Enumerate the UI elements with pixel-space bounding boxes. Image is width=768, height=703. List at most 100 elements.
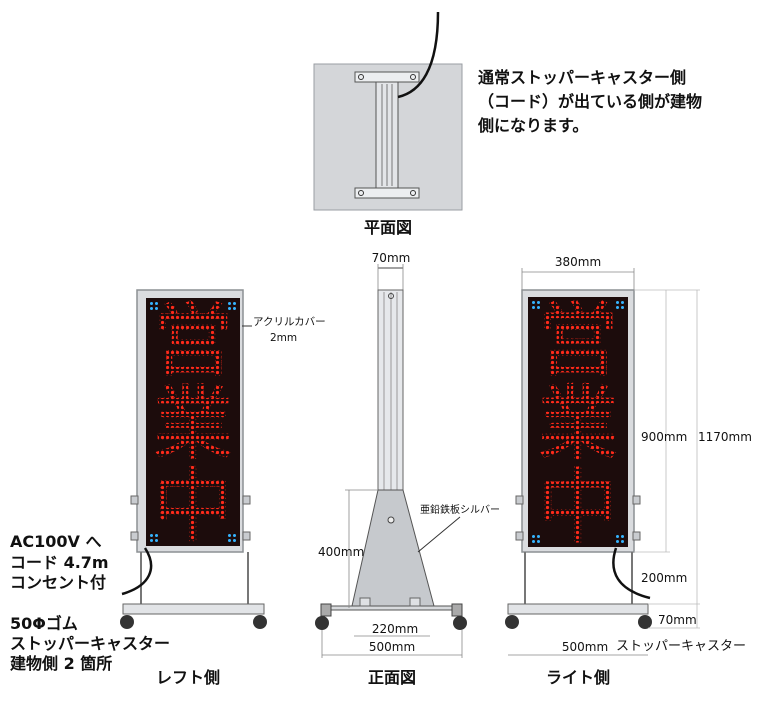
plate-height-dim: 400mm xyxy=(318,545,364,559)
corner-led xyxy=(233,534,236,537)
led-character: 業 xyxy=(152,378,233,472)
post-bolt xyxy=(388,293,394,299)
front-foot xyxy=(409,597,421,607)
corner-led xyxy=(233,307,236,310)
front-caster-wheel xyxy=(453,616,467,630)
corner-led xyxy=(233,539,236,542)
plan-view: 通常ストッパーキャスター側 （コード）が出ている側が建物 側になります。 平面図 xyxy=(313,11,702,237)
corner-led xyxy=(155,307,158,310)
left-bracket xyxy=(130,531,139,541)
plan-bolt-hole xyxy=(358,74,364,80)
corner-led xyxy=(537,306,540,309)
front-base xyxy=(324,605,458,611)
corner-led xyxy=(228,534,231,537)
corner-led xyxy=(532,301,535,304)
corner-led xyxy=(228,307,231,310)
front-caster-wheel xyxy=(315,616,329,630)
corner-led xyxy=(150,302,153,305)
cord-note-line-1: AC100V へ xyxy=(10,532,101,551)
plan-view-caption: 平面図 xyxy=(364,218,412,237)
right-caster-wheel xyxy=(505,615,519,629)
corner-led xyxy=(150,534,153,537)
caster-note-line-3: 建物側 2 箇所 xyxy=(10,654,112,673)
left-bracket xyxy=(242,495,251,505)
left-power-cord xyxy=(121,547,153,596)
left-corner-leds xyxy=(150,302,236,542)
led-character: 中 xyxy=(537,460,619,555)
led-character: 営 xyxy=(537,294,619,389)
floor-clearance-dim: 200mm xyxy=(641,571,687,585)
plan-note-line-1: 通常ストッパーキャスター側 xyxy=(478,68,686,87)
corner-led xyxy=(150,307,153,310)
corner-led xyxy=(621,306,624,309)
front-foot xyxy=(359,597,371,607)
corner-led xyxy=(621,301,624,304)
corner-led xyxy=(532,540,535,543)
plate-bolt xyxy=(387,516,395,524)
base-width-dim: 500mm xyxy=(369,640,415,654)
left-caster-wheel xyxy=(253,615,267,629)
left-led-characters: 営業中 xyxy=(152,295,233,555)
panel-height-dim: 900mm xyxy=(641,430,687,444)
acrylic-thickness-label: 2mm xyxy=(270,332,297,344)
corner-led xyxy=(233,302,236,305)
left-base xyxy=(122,603,265,615)
corner-led xyxy=(616,301,619,304)
right-power-cord xyxy=(612,547,651,600)
right-base xyxy=(507,603,649,615)
plan-bolt-hole xyxy=(410,190,416,196)
plate-base-width-dim: 220mm xyxy=(372,622,418,636)
cord-note-line-3: コンセント付 xyxy=(10,573,106,592)
sign-width-dim: 380mm xyxy=(555,255,601,269)
right-corner-leds xyxy=(532,301,624,543)
led-character: 営 xyxy=(152,295,233,389)
right-bracket xyxy=(632,531,641,541)
caster-note-line-1: 50Φゴム xyxy=(10,614,78,633)
front-caster-bracket xyxy=(320,603,332,617)
plan-top-foot xyxy=(354,71,420,83)
post-width-dim: 70mm xyxy=(372,251,411,265)
left-led-panel xyxy=(146,298,240,546)
corner-led xyxy=(616,306,619,309)
left-view: 営業中 アクリルカバー 2mm AC100V へ コード 4.7m コンセント付… xyxy=(10,289,326,687)
led-character: 業 xyxy=(537,377,619,472)
left-caster-wheel xyxy=(120,615,134,629)
front-view: 70mm 400mm 亜鉛鉄板シルバー 220mm 500mm 正面図 xyxy=(315,251,500,687)
corner-led xyxy=(155,302,158,305)
plate-material-label: 亜鉛鉄板シルバー xyxy=(420,503,500,516)
corner-led xyxy=(150,539,153,542)
right-base-width-dim: 500mm xyxy=(562,640,608,654)
corner-led xyxy=(537,301,540,304)
front-caster-bracket xyxy=(451,603,463,617)
corner-led xyxy=(537,535,540,538)
corner-led xyxy=(616,540,619,543)
right-view-caption: ライト側 xyxy=(546,668,610,687)
plan-note-line-2: （コード）が出ている側が建物 xyxy=(478,92,702,111)
corner-led xyxy=(537,540,540,543)
right-bracket xyxy=(515,531,524,541)
plan-bolt-hole xyxy=(410,74,416,80)
caster-note-line-2: ストッパーキャスター xyxy=(10,634,170,653)
plan-bolt-hole xyxy=(358,190,364,196)
plan-note-line-3: 側になります。 xyxy=(477,116,588,135)
front-view-caption: 正面図 xyxy=(368,668,416,687)
corner-led xyxy=(228,302,231,305)
corner-led xyxy=(155,539,158,542)
plate-leader-line xyxy=(417,516,461,553)
left-view-caption: レフト側 xyxy=(156,668,220,687)
right-bracket xyxy=(632,495,641,505)
plan-power-cord xyxy=(397,11,440,99)
cord-note-line-2: コード 4.7m xyxy=(10,553,109,572)
left-bracket xyxy=(242,531,251,541)
acrylic-cover-label: アクリルカバー xyxy=(253,316,326,328)
right-bracket xyxy=(515,495,524,505)
corner-led xyxy=(616,535,619,538)
right-caster-wheel xyxy=(638,615,652,629)
corner-led xyxy=(155,534,158,537)
corner-led xyxy=(532,306,535,309)
corner-led xyxy=(621,535,624,538)
corner-led xyxy=(621,540,624,543)
right-led-panel xyxy=(528,297,628,547)
right-led-characters: 営業中 xyxy=(537,293,619,555)
